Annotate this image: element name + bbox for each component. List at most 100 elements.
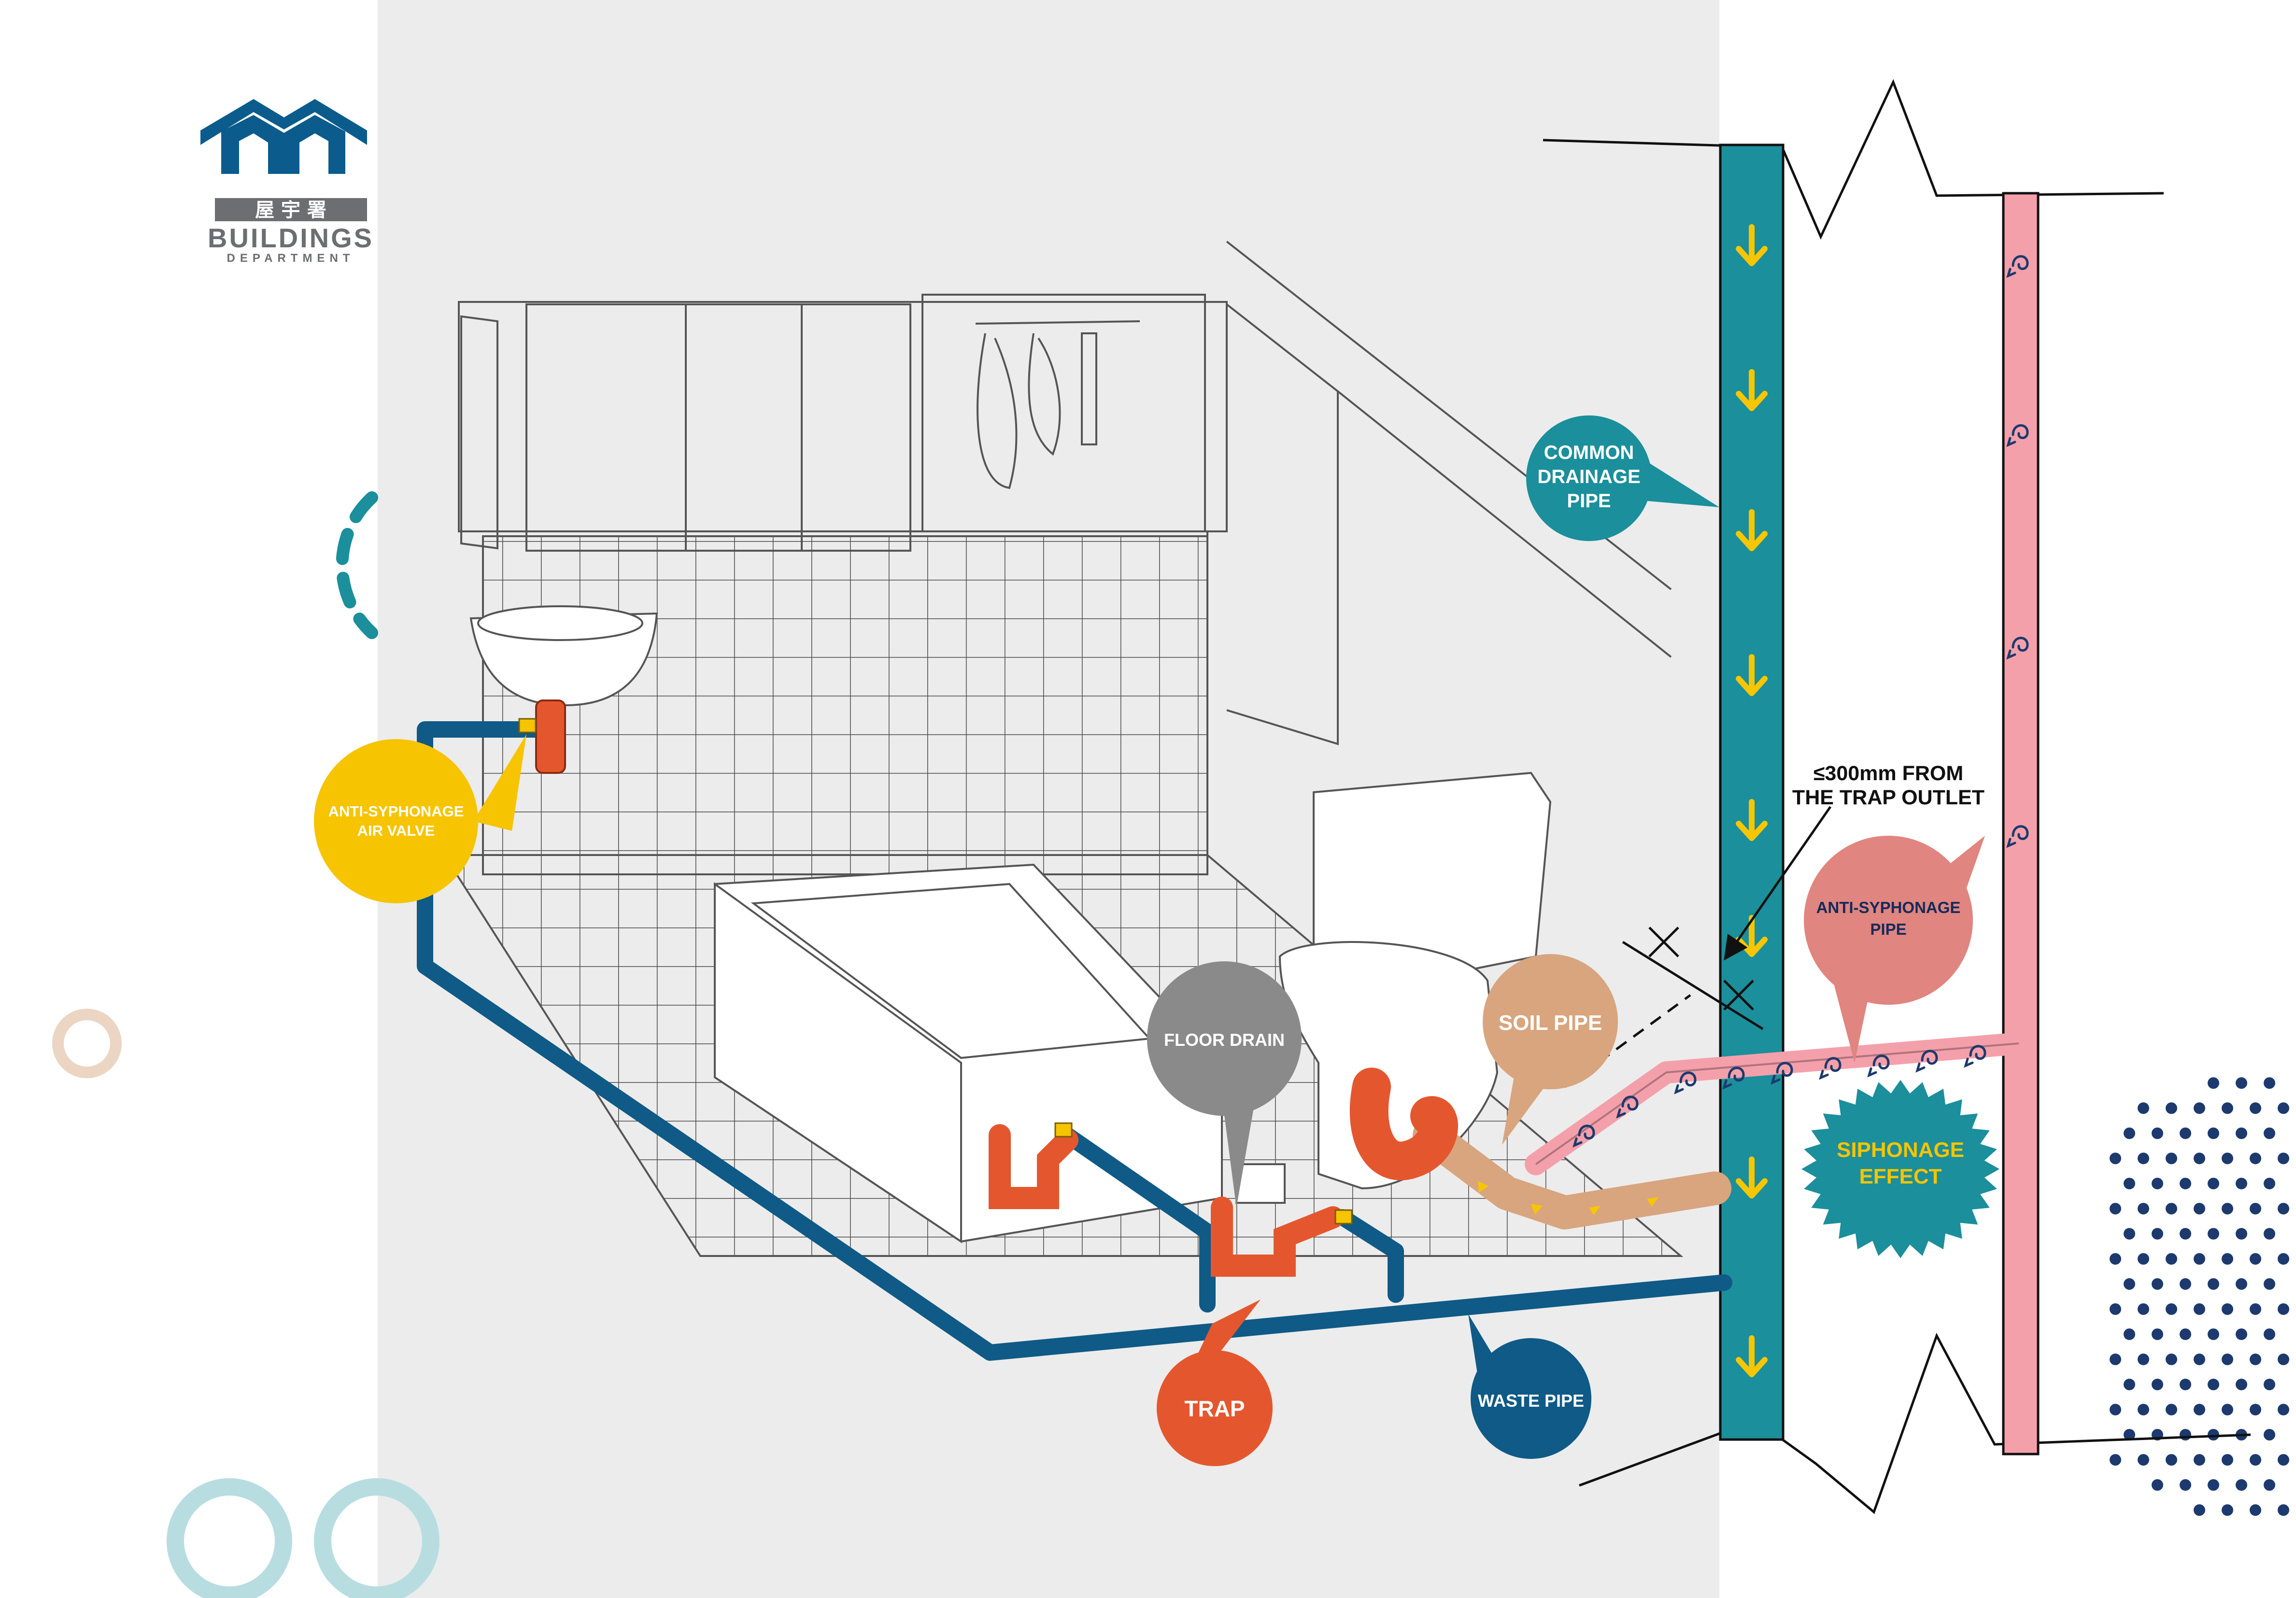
anti-syphonage-pipe	[2002, 192, 2040, 1455]
bathtub	[714, 863, 1223, 1243]
dot	[2194, 1102, 2205, 1114]
dot	[2208, 1228, 2219, 1240]
dot	[2166, 1303, 2177, 1315]
dot	[2152, 1178, 2163, 1189]
dot	[2166, 1404, 2177, 1415]
air-valve-label-line2: AIR VALVE	[357, 822, 435, 839]
swirl-arrow-icon	[1964, 1045, 1986, 1068]
dot	[2166, 1102, 2177, 1114]
dot	[2222, 1203, 2233, 1214]
swirl-arrow-icon	[2006, 637, 2029, 660]
soil-pipe	[1413, 1118, 1731, 1229]
wash-basin	[469, 605, 658, 707]
dot	[2110, 1354, 2121, 1365]
dot	[2138, 1153, 2149, 1164]
dot	[2264, 1127, 2275, 1139]
swirl-arrow-icon	[1616, 1096, 1639, 1119]
dot	[2138, 1354, 2149, 1365]
dot	[2180, 1379, 2191, 1390]
dot	[2194, 1153, 2205, 1164]
dot	[2110, 1253, 2121, 1265]
down-arrow-icon	[1736, 799, 1768, 841]
dot	[2278, 1153, 2289, 1164]
siphonage-label-line2: EFFECT	[1859, 1165, 1942, 1188]
dot	[2110, 1303, 2121, 1315]
dot	[2278, 1303, 2289, 1315]
dot	[2194, 1404, 2205, 1415]
dot	[2138, 1203, 2149, 1214]
dot	[2180, 1127, 2191, 1139]
air-valve-bubble	[314, 739, 478, 903]
dot	[2110, 1153, 2121, 1164]
dot	[2152, 1379, 2163, 1390]
swirl-arrow-icon	[2006, 255, 2029, 278]
dot	[2138, 1102, 2149, 1114]
down-arrow-icon	[1736, 369, 1768, 411]
distance-note-line2: THE TRAP OUTLET	[1792, 786, 1984, 809]
dot	[2138, 1454, 2149, 1466]
siphonage-effect-starburst	[1801, 1080, 1999, 1258]
dot	[2208, 1178, 2219, 1189]
dot-pattern	[2110, 1077, 2289, 1516]
dot	[2124, 1278, 2135, 1290]
swirl-arrow-icon	[2006, 424, 2029, 447]
bathroom-drawing	[442, 241, 1684, 1257]
dot	[2124, 1379, 2135, 1390]
labels: 屋 宇 署 BUILDINGS DEPARTMENT ANTI-SYPHONAG…	[208, 199, 1984, 1421]
siphonage-label-line1: SIPHONAGE	[1837, 1138, 1964, 1162]
buildings-department-logo	[200, 99, 367, 221]
soil-pipe-bubble	[1483, 954, 1618, 1089]
dot	[2264, 1178, 2275, 1189]
dot	[2208, 1077, 2219, 1089]
waste-pipe-label: WASTE PIPE	[1478, 1391, 1584, 1411]
dot	[2166, 1253, 2177, 1265]
anti-syphonage-label-line2: PIPE	[1870, 920, 1906, 938]
dot	[2264, 1077, 2275, 1089]
dot	[2180, 1479, 2191, 1491]
dot	[2236, 1379, 2247, 1390]
dot	[2236, 1479, 2247, 1491]
dot	[2278, 1354, 2289, 1365]
swirl-arrow-icon	[1573, 1125, 1595, 1148]
down-arrow-icon	[1736, 509, 1768, 551]
dot	[2180, 1228, 2191, 1240]
dot	[2278, 1203, 2289, 1214]
common-drainage-label-line2: DRAINAGE	[1537, 466, 1640, 487]
dot	[2138, 1303, 2149, 1315]
soil-pipe-label: SOIL PIPE	[1499, 1011, 1602, 1035]
dot	[2138, 1253, 2149, 1265]
dot	[2152, 1228, 2163, 1240]
swirl-arrow-icon	[1674, 1071, 1697, 1095]
floor-drain-label: FLOOR DRAIN	[1164, 1030, 1285, 1050]
dot	[2278, 1102, 2289, 1114]
common-drainage-bubble	[1526, 415, 1652, 541]
dot	[2236, 1178, 2247, 1189]
dot	[2152, 1127, 2163, 1139]
dot	[2208, 1278, 2219, 1290]
dot	[2180, 1328, 2191, 1340]
dot	[2208, 1328, 2219, 1340]
swirl-arrow-icon	[1771, 1062, 1793, 1085]
common-drainage-pipe	[1719, 143, 1785, 1441]
swirl-arrow-icon	[1867, 1055, 1890, 1078]
dot	[2236, 1228, 2247, 1240]
dot	[2250, 1153, 2261, 1164]
valve-caps	[518, 718, 1353, 1225]
dot	[2208, 1379, 2219, 1390]
dot	[2236, 1077, 2247, 1089]
dot	[2250, 1102, 2261, 1114]
traps	[535, 699, 1458, 1277]
dot	[2222, 1153, 2233, 1164]
dot	[2180, 1429, 2191, 1441]
dot	[2264, 1328, 2275, 1340]
dot	[2236, 1127, 2247, 1139]
common-drainage-label-line1: COMMON	[1544, 442, 1634, 463]
trap-bubble	[1157, 1350, 1273, 1466]
swirl-arrow-icon	[1722, 1067, 1745, 1090]
dot	[2194, 1454, 2205, 1466]
swirl-arrow-icon	[2006, 825, 2029, 848]
dot	[2138, 1404, 2149, 1415]
waste-pipe-bubble	[1471, 1338, 1591, 1459]
